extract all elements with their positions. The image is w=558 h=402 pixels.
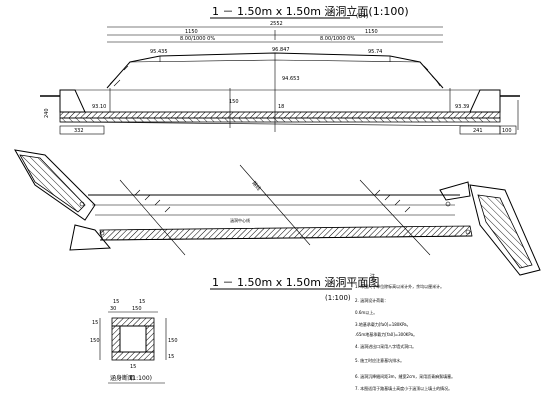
culvert-plan-bottom-edge (99, 235, 473, 241)
section-dim-side-c: 150 (168, 338, 178, 344)
plan-marker-outlet-top (445, 201, 451, 207)
section-left-wall (111, 325, 121, 353)
note-item-7: 5. 施工时应注意基坑排水。 (355, 357, 404, 363)
dim-left-half: 1150 (185, 29, 198, 35)
plan-outlet-right-wing (469, 184, 541, 276)
pipe-mid-label: 18 (278, 104, 284, 110)
section-view: 15 15 30 150 15 150 150 15 15 涵身断面 (1:10… (90, 299, 178, 384)
note-item-9: 7. 本图适用于路基填土高度小于涵顶以上填土的情况。 (355, 385, 452, 391)
section-dim-side-a: 15 (92, 320, 98, 326)
road-edge-ticks-right (374, 189, 411, 213)
section-title: 涵身断面 (110, 374, 134, 382)
pipe-height-label: 150 (229, 99, 239, 105)
level-center-mid: 94.653 (282, 76, 300, 82)
plan-marker-outlet-bottom (465, 229, 471, 235)
dim-right-bottom: 100 (502, 128, 512, 134)
embankment-slope-marks (109, 65, 441, 87)
dim-left-footing: 332 (74, 128, 84, 134)
plan-view: 路线 涵洞中心线 1 － 1.50m x 1.50m 涵洞平面图 (1:100) (14, 149, 541, 302)
note-item-8: 6. 涵洞沉降缝间距3m，缝宽2cm，采用沥青麻絮填塞。 (355, 373, 455, 379)
elevation-view: 1 － 1.50m x 1.50m 涵洞立面(1:100) (84) 2552 … (40, 4, 520, 135)
level-left-inlet: 93.10 (92, 104, 106, 110)
section-dim-top-d: 150 (132, 306, 142, 312)
plan-road-label: 路线 (250, 180, 262, 192)
elevation-title: 1 － 1.50m x 1.50m 涵洞立面(1:100) (212, 4, 409, 18)
level-right-shoulder: 95.74 (368, 49, 382, 55)
right-bottom-box (499, 125, 517, 135)
section-dim-side-b: 150 (90, 338, 100, 344)
dim-left-slope: 8.00/1000 0% (180, 36, 215, 42)
plan-inlet-left-wing (14, 149, 96, 221)
note-item-1: 1. 本图尺寸单位除标高以米计外，余均以厘米计。 (355, 283, 444, 289)
dim-total-length: 2552 (270, 21, 283, 27)
section-bottom-slab (111, 351, 155, 361)
section-dim-side-d: 15 (168, 354, 174, 360)
plan-inlet-wing-hatch (19, 154, 86, 213)
section-right-wall (145, 325, 155, 353)
road-edge-ticks-left (134, 189, 171, 213)
section-dim-base: 15 (130, 364, 136, 370)
section-dim-top-a: 15 (113, 299, 119, 305)
level-right-outlet: 93.39 (455, 104, 469, 110)
plan-culvert-label: 涵洞中心线 (230, 217, 250, 223)
road-skew-line-2 (239, 164, 311, 246)
plan-outlet-wing-hatch (477, 194, 533, 269)
elevation-scale-note: (84) (356, 13, 368, 20)
road-skew-line-1 (119, 179, 186, 256)
left-footing-box (59, 125, 105, 135)
plan-marker-inlet-bottom (99, 230, 105, 236)
outlet-wing-wall (469, 89, 501, 113)
dim-left-embank: 240 (44, 108, 50, 118)
note-item-3: 0.6m以上。 (355, 309, 377, 315)
inlet-wing-wall (59, 89, 86, 113)
section-dim-top-c: 30 (110, 306, 116, 312)
section-dim-top-b: 15 (139, 299, 145, 305)
plan-marker-inlet-top (79, 201, 85, 207)
dim-right-footing: 241 (473, 128, 483, 134)
culvert-base-slab (59, 111, 501, 119)
culvert-foundation (59, 117, 501, 123)
section-top-slab (111, 317, 155, 327)
dim-right-half: 1150 (365, 29, 378, 35)
plan-outlet-upper-wing (439, 181, 471, 201)
section-opening (119, 325, 147, 353)
level-left-shoulder: 95.435 (150, 49, 168, 55)
notes-block: 注 1. 本图尺寸单位除标高以米计外，余均以厘米计。 2. 涵洞设计荷载： 0.… (355, 273, 455, 391)
foundation-bottom-line (59, 121, 501, 127)
section-scale: (1:100) (130, 375, 152, 382)
plan-title: 1 － 1.50m x 1.50m 涵洞平面图 (212, 275, 379, 289)
dim-right-slope: 8.00/1000 0% (320, 36, 355, 42)
road-skew-line-3 (359, 179, 431, 256)
note-item-2: 2. 涵洞设计荷载： (355, 297, 388, 303)
plan-scale: (1:100) (325, 294, 351, 302)
notes-heading: 注 (370, 273, 375, 280)
level-center-top: 96.847 (272, 47, 290, 53)
note-item-6: 4. 涵洞进出口采用八字墙式洞口。 (355, 343, 416, 349)
note-item-5: .65m地基承载力[fa0]=300KPa。 (355, 331, 417, 337)
note-item-4: 3.地基承载力[fa0]=180KPa。 (355, 321, 411, 327)
plan-inlet-lower-wing (69, 224, 112, 251)
